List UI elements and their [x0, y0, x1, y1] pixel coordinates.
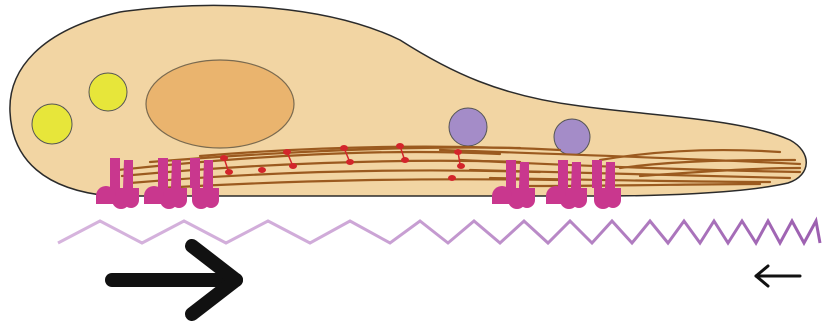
left-arrow-icon	[756, 266, 800, 286]
yellow-vesicle	[32, 104, 72, 144]
crosslinker	[258, 167, 266, 173]
purple-vesicle	[449, 108, 487, 146]
nucleus	[146, 60, 294, 148]
right-arrow-icon	[112, 246, 236, 314]
substrate-zigzag	[58, 221, 820, 243]
crosslinker	[448, 175, 456, 181]
yellow-vesicle	[89, 73, 127, 111]
